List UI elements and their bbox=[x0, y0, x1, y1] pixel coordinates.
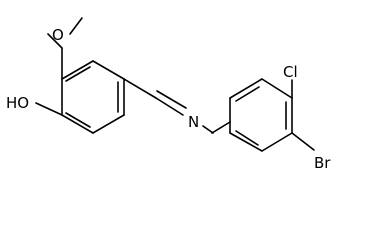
bond bbox=[69, 17, 83, 35]
bond bbox=[92, 114, 125, 134]
bond bbox=[123, 78, 157, 99]
bond bbox=[261, 132, 293, 152]
double-bond-inner bbox=[65, 66, 91, 82]
bromine-label: Br bbox=[314, 154, 331, 172]
bromine-bond bbox=[291, 132, 315, 151]
molecule-svg: HO O N Cl Br bbox=[6, 17, 331, 172]
bond bbox=[211, 121, 231, 134]
bond bbox=[202, 125, 214, 134]
chlorine-label: Cl bbox=[283, 63, 298, 81]
double-bond-inner bbox=[235, 130, 259, 146]
imine-nitrogen-label: N bbox=[188, 113, 199, 131]
bond bbox=[155, 97, 184, 116]
bond bbox=[61, 60, 94, 80]
bond bbox=[61, 114, 94, 134]
bond bbox=[47, 33, 63, 49]
methoxy-oxygen-label: O bbox=[52, 26, 64, 44]
molecule-diagram: HO O N Cl Br bbox=[6, 17, 331, 172]
bond bbox=[261, 78, 293, 99]
double-bond-inner bbox=[65, 112, 91, 128]
right-benzene-ring bbox=[229, 78, 293, 152]
methoxy-group bbox=[47, 17, 83, 80]
bond bbox=[92, 60, 125, 80]
imine-linker bbox=[123, 78, 231, 134]
double-bond-inner bbox=[235, 86, 260, 102]
bond bbox=[229, 132, 263, 152]
left-benzene-ring bbox=[61, 60, 125, 134]
hydroxyl-bond bbox=[35, 102, 63, 116]
hydroxyl-label: HO bbox=[6, 94, 29, 112]
bond bbox=[229, 78, 263, 99]
double-bond bbox=[156, 90, 187, 109]
